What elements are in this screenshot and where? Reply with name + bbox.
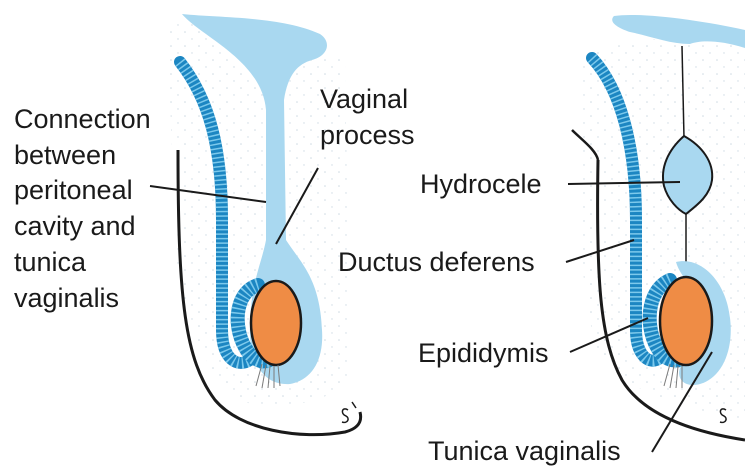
connection-label: Connection between peritoneal cavity and… [14,104,158,313]
left-panel: Connection between peritoneal cavity and… [14,14,416,435]
ductus-deferens-label: Ductus deferens [338,247,535,277]
left-testis [251,281,301,365]
connection-label-line-3: peritoneal [14,175,133,205]
connection-label-line-4: cavity and [14,211,136,241]
connection-label-line-1: Connection [14,104,151,134]
epididymis-label: Epididymis [418,338,549,368]
tunica-vaginalis-label: Tunica vaginalis [428,436,621,466]
left-corner-mark [342,402,356,422]
hydrocele-label: Hydrocele [420,169,542,199]
vaginal-process-label-line-2: process [320,120,415,150]
right-testis [660,277,712,365]
vaginal-process-label-line-1: Vaginal [320,84,408,114]
connection-label-line-5: tunica [14,247,87,277]
right-panel: Hydrocele Ductus deferens Epididymis Tun… [338,15,745,466]
connection-label-line-2: between [14,140,116,170]
connection-label-line-6: vaginalis [14,283,119,313]
